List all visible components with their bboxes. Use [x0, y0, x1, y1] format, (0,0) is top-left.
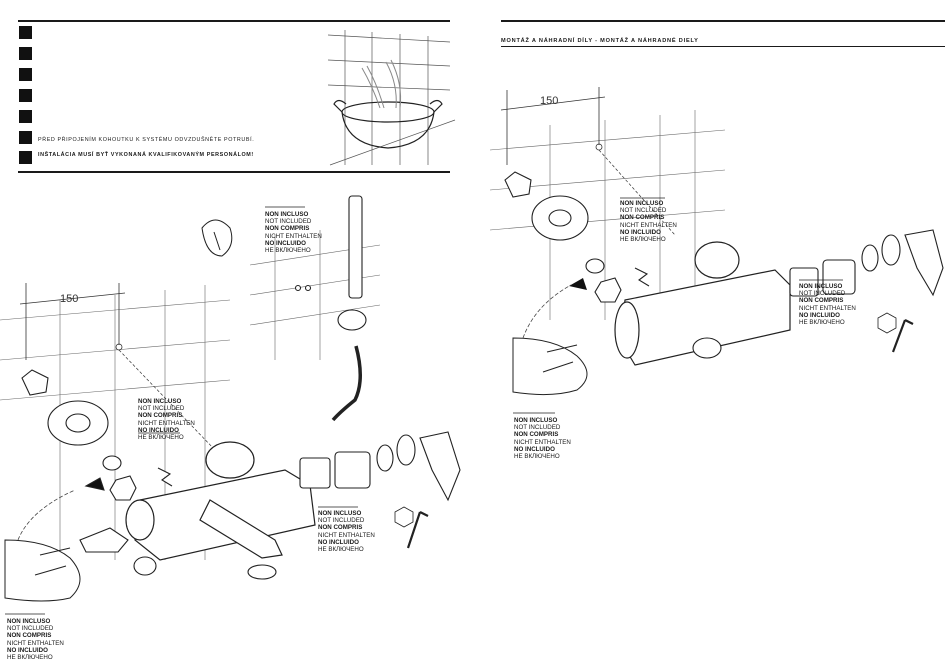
left-page: PŘED PŘIPOJENÍM KOHOUTKU K SYSTÉMU ODVZD… — [0, 0, 465, 665]
bathtub-illustration — [327, 30, 456, 166]
bullet-square — [19, 151, 32, 164]
dimension-150: 150 — [540, 95, 558, 107]
section-rule — [18, 171, 450, 173]
top-rule — [501, 20, 945, 22]
not-included-label: NON INCLUSO NOT INCLUDED NON COMPRIS NIC… — [138, 398, 195, 442]
bullet-square — [19, 47, 32, 60]
not-included-label: NON INCLUSO NOT INCLUDED NON COMPRIS NIC… — [7, 618, 64, 662]
top-rule — [18, 20, 450, 22]
not-included-label: NON INCLUSO NOT INCLUDED NON COMPRIS NIC… — [799, 283, 856, 327]
not-included-label: NON INCLUSO NOT INCLUDED NON COMPRIS NIC… — [265, 211, 322, 255]
bullet-square — [19, 131, 32, 144]
title-rule — [501, 46, 945, 47]
bullet-square — [19, 68, 32, 81]
bullet-square — [19, 89, 32, 102]
exploded-view-left: 150 — [0, 195, 461, 615]
warning-qualified-installer: INŠTALÁCIA MUSÍ BYŤ VYKONANÁ KVALIFIKOVA… — [38, 152, 254, 158]
section-title: MONTÁŽ A NÁHRADNÍ DÍLY - MONTÁŽ A NÁHRAD… — [501, 38, 699, 44]
dimension-150: 150 — [60, 293, 78, 305]
bullet-square — [19, 110, 32, 123]
not-included-label: NON INCLUSO NOT INCLUDED NON COMPRIS NIC… — [620, 200, 677, 244]
not-included-label: NON INCLUSO NOT INCLUDED NON COMPRIS NIC… — [318, 510, 375, 554]
exploded-view-right: 150 — [489, 87, 944, 414]
bullet-square — [19, 26, 32, 39]
right-page: MONTÁŽ A NÁHRADNÍ DÍLY - MONTÁŽ A NÁHRAD… — [485, 0, 950, 665]
not-included-label: NON INCLUSO NOT INCLUDED NON COMPRIS NIC… — [514, 417, 571, 461]
warning-purge-pipes: PŘED PŘIPOJENÍM KOHOUTKU K SYSTÉMU ODVZD… — [38, 137, 255, 143]
